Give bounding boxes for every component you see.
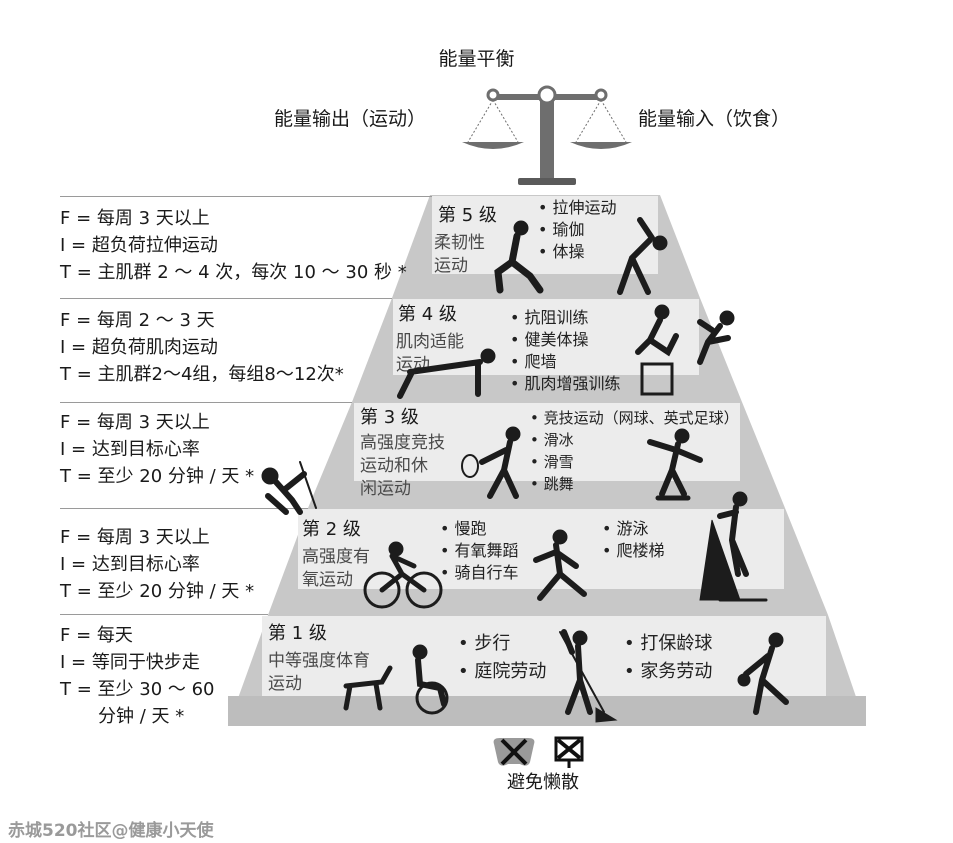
tier-3-name: 高强度竞技运动和休闲运动	[360, 433, 445, 499]
cyclist-icon	[363, 541, 443, 609]
fit-rule-level-1: F = 每天 I = 等同于快步走 T = 至少 30 ～ 60 分钟 / 天 …	[60, 622, 215, 730]
stretching-person-icon	[494, 220, 544, 294]
tennis-player-icon	[461, 426, 521, 499]
fit-time: T = 至少 20 分钟 / 天 *	[60, 581, 255, 602]
list-item: 有氧舞蹈	[440, 540, 519, 562]
list-item: 庭院劳动	[458, 658, 546, 686]
fit-frequency: F = 每周 3 天以上	[60, 208, 210, 229]
tier-5-level: 第 5 级	[438, 205, 497, 226]
fit-time: T = 主肌群2～4组，每组8～12次*	[60, 364, 344, 385]
skier-icon	[261, 461, 317, 515]
divider	[60, 196, 432, 197]
energy-balance-title: 能量平衡	[438, 48, 515, 70]
divider	[60, 298, 392, 299]
tier-2-activities-extra: 游泳 爬楼梯	[602, 518, 665, 562]
tier-3-activities: 竞技运动（网球、英式足球） 滑冰 滑雪 跳舞	[530, 407, 739, 495]
fit-intensity: I = 达到目标心率	[60, 554, 200, 575]
tier-5-activities: 拉伸运动 瑜伽 体操	[538, 197, 617, 263]
tier-4-level: 第 4 级	[398, 304, 457, 325]
list-item: 家务劳动	[624, 658, 712, 686]
list-item: 滑雪	[530, 451, 739, 473]
no-video-game-icon	[493, 736, 584, 768]
list-item: 爬楼梯	[602, 540, 665, 562]
list-item: 竞技运动（网球、英式足球）	[530, 407, 739, 429]
tier-1-activities-extra: 打保龄球 家务劳动	[624, 630, 712, 686]
list-item: 滑冰	[530, 429, 739, 451]
list-item: 体操	[538, 241, 617, 263]
tier-2-name: 高强度有氧运动	[302, 547, 370, 590]
divider	[60, 614, 268, 615]
tier-4-activities: 抗阻训练 健美体操 爬墙 肌肉增强训练	[510, 307, 621, 395]
watermark: 赤城520社区@健康小天使	[8, 821, 214, 841]
fit-time: T = 主肌群 2 ～ 4 次，每次 10 ～ 30 秒 *	[60, 262, 407, 283]
list-item: 游泳	[602, 518, 665, 540]
energy-input-label: 能量输入（饮食）	[638, 108, 791, 130]
stair-climber-icon	[699, 491, 768, 602]
list-item: 骑自行车	[440, 562, 519, 584]
list-item: 瑜伽	[538, 219, 617, 241]
list-item: 抗阻训练	[510, 307, 621, 329]
fit-frequency: F = 每周 3 天以上	[60, 527, 210, 548]
fit-time: T = 至少 20 分钟 / 天 *	[60, 466, 255, 487]
fit-time-continued: 分钟 / 天 *	[98, 706, 185, 727]
box-jump-person-icon	[635, 304, 679, 396]
tier-1-level: 第 1 级	[268, 623, 327, 644]
tier-1-activities: 步行 庭院劳动	[458, 630, 546, 686]
balance-scale-icon	[462, 85, 632, 185]
fit-rule-level-4: F = 每周 2 ～ 3 天 I = 超负荷肌肉运动 T = 主肌群2～4组，每…	[60, 307, 344, 388]
list-item: 慢跑	[440, 518, 519, 540]
raking-person-icon	[559, 629, 618, 723]
fit-frequency: F = 每天	[60, 625, 133, 646]
fit-time: T = 至少 30 ～ 60	[60, 679, 215, 700]
list-item: 打保龄球	[624, 630, 712, 658]
list-item: 健美体操	[510, 329, 621, 351]
avoid-inactivity-label: 避免懒散	[507, 772, 579, 793]
list-item: 跳舞	[530, 473, 739, 495]
list-item: 拉伸运动	[538, 197, 617, 219]
divider	[60, 508, 308, 509]
tier-2-activities: 慢跑 有氧舞蹈 骑自行车	[440, 518, 519, 584]
wheelchair-user-icon	[412, 644, 449, 715]
list-item: 肌肉增强训练	[510, 373, 621, 395]
fit-rule-level-2: F = 每周 3 天以上 I = 达到目标心率 T = 至少 20 分钟 / 天…	[60, 524, 254, 605]
energy-output-label: 能量输出（运动）	[274, 108, 427, 130]
fit-rule-level-5: F = 每周 3 天以上 I = 超负荷拉伸运动 T = 主肌群 2 ～ 4 次…	[60, 205, 407, 286]
skateboarder-icon	[647, 428, 703, 501]
fit-rule-level-3: F = 每周 3 天以上 I = 达到目标心率 T = 至少 20 分钟 / 天…	[60, 409, 254, 490]
fit-frequency: F = 每周 2 ～ 3 天	[60, 310, 215, 331]
dog-icon	[343, 665, 393, 711]
fit-intensity: I = 达到目标心率	[60, 439, 200, 460]
fit-intensity: I = 超负荷肌肉运动	[60, 337, 218, 358]
tier-5-name: 柔韧性运动	[434, 233, 485, 276]
fit-intensity: I = 超负荷拉伸运动	[60, 235, 218, 256]
climbing-person-icon	[697, 310, 735, 365]
list-item: 爬墙	[510, 351, 621, 373]
yoga-person-icon	[617, 217, 668, 295]
fit-frequency: F = 每周 3 天以上	[60, 412, 210, 433]
push-up-person-icon	[397, 348, 496, 399]
bowler-icon	[737, 632, 789, 715]
tier-1-name: 中等强度体育运动	[268, 651, 370, 694]
list-item: 步行	[458, 630, 546, 658]
tier-3-level: 第 3 级	[360, 407, 419, 428]
tier-2-level: 第 2 级	[302, 519, 361, 540]
divider	[60, 402, 352, 403]
fit-intensity: I = 等同于快步走	[60, 652, 200, 673]
runner-icon	[533, 529, 587, 601]
